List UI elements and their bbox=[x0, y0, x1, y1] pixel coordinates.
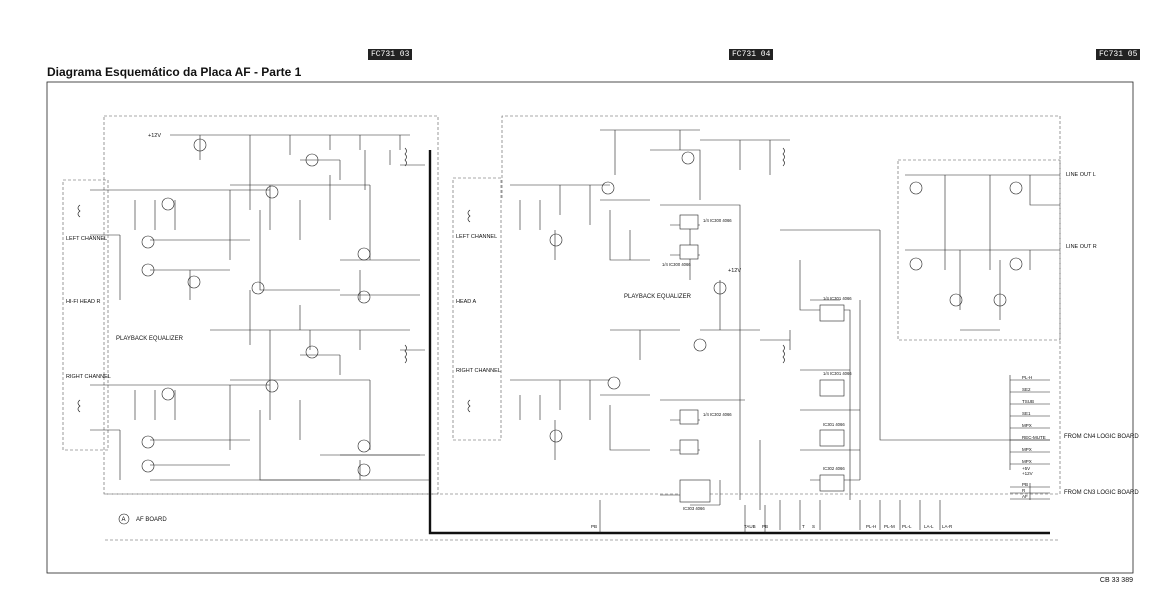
ic-switch-blocks bbox=[679, 214, 845, 503]
bus-pin-label: MPX bbox=[1022, 459, 1032, 464]
ic-label: 1/4 IC300 4066 bbox=[662, 262, 691, 267]
bottom-node-label: LA-R bbox=[942, 524, 953, 529]
head-a-dashbox bbox=[62, 179, 109, 451]
bus-pin-label: +5V bbox=[1022, 466, 1030, 471]
upper-left-circuit bbox=[90, 134, 425, 300]
left-channel-label-a: LEFT CHANNEL bbox=[66, 236, 107, 242]
ic-label: IC303 4066 bbox=[683, 506, 705, 511]
bottom-node-label: TAUB bbox=[744, 524, 756, 529]
page-tag-3: FC731 05 bbox=[1096, 49, 1141, 60]
supply-label-left: +12V bbox=[148, 133, 161, 139]
board-letter: A bbox=[122, 517, 126, 523]
coils-left bbox=[77, 147, 407, 413]
ground-bus bbox=[428, 150, 1050, 535]
ic-label: 1/4 IC302 4066 bbox=[703, 412, 732, 417]
transistors-left bbox=[141, 138, 371, 477]
bottom-node-label: PL-M bbox=[884, 524, 895, 529]
ic-label: 1/4 IC300 4066 bbox=[703, 218, 732, 223]
from-cn3-label: FROM CN3 LOGIC BOARD bbox=[1064, 490, 1139, 496]
outer-frame bbox=[46, 81, 1134, 574]
bus-pin-label: +12V bbox=[1022, 471, 1033, 476]
ic-labels: 1/4 IC300 4066 1/4 IC300 4066 1/4 IC301 40… bbox=[662, 218, 852, 511]
hifi-head-label: HI-FI HEAD R bbox=[66, 299, 101, 305]
bus-pin-label: MPX bbox=[1022, 423, 1032, 428]
board-letter-circle bbox=[118, 513, 130, 525]
bottom-node-label: PB bbox=[591, 524, 597, 529]
board-label: AF BOARD bbox=[136, 517, 167, 523]
bus2-pin-label: AF bbox=[1022, 494, 1028, 499]
supply-label-right: +12V bbox=[728, 268, 741, 274]
bottom-node-label: PB bbox=[762, 524, 768, 529]
right-channel-label-b: RIGHT CHANNEL bbox=[456, 368, 501, 374]
transistors-right bbox=[549, 151, 1023, 443]
bus-pin-label: MPX bbox=[1022, 447, 1032, 452]
document-code: CB 33 389 bbox=[1099, 577, 1133, 584]
bottom-node-label: S bbox=[812, 524, 815, 529]
playback-eq-right: PLAYBACK EQUALIZER bbox=[624, 294, 692, 300]
line-out-l-label: LINE OUT L bbox=[1066, 172, 1096, 178]
line-out-r-label: LINE OUT R bbox=[1066, 244, 1097, 250]
ic-label: 1/4 IC301 4066 bbox=[823, 371, 852, 376]
bus-pin-label: SE1 bbox=[1022, 411, 1031, 416]
left-channel-label-b: LEFT CHANNEL bbox=[456, 234, 497, 240]
right-channel-label-a: RIGHT CHANNEL bbox=[66, 374, 111, 380]
left-section-border bbox=[103, 115, 439, 495]
playback-eq-left: PLAYBACK EQUALIZER bbox=[116, 336, 184, 342]
bus2-pin-label: R bbox=[1022, 488, 1026, 493]
head-b-dashbox bbox=[452, 177, 502, 441]
from-cn4-label: FROM CN4 LOGIC BOARD bbox=[1064, 434, 1139, 440]
bus-pin-label: PL-H bbox=[1022, 375, 1032, 380]
bus2-pin-label: PB bbox=[1022, 482, 1028, 487]
head-a-label: HEAD A bbox=[456, 299, 477, 305]
right-section-circuit bbox=[510, 129, 1060, 533]
ic-label: IC302 4066 bbox=[823, 466, 845, 471]
bottom-node-label: PL-H bbox=[866, 524, 876, 529]
diagram-title: Diagrama Esquemático da Placa AF - Parte… bbox=[47, 65, 302, 79]
schematic-labels: PLAYBACK EQUALIZER PLAYBACK EQUALIZER LE… bbox=[66, 133, 1139, 523]
bottom-node-label: LA-L bbox=[924, 524, 934, 529]
page-tag-1: FC731 03 bbox=[368, 49, 413, 60]
bottom-node-label: PL-L bbox=[902, 524, 912, 529]
bottom-node-label: T bbox=[802, 524, 805, 529]
bottom-labels: PB TAUB PB T S PL-H PL-M PL-L LA-L LA-R bbox=[591, 524, 953, 529]
bus-connector bbox=[1009, 375, 1050, 500]
ic-label: IC301 4066 bbox=[823, 422, 845, 427]
page-tag-2: FC731 04 bbox=[729, 49, 774, 60]
bus-pin-label: TSUB bbox=[1022, 399, 1034, 404]
coils-right bbox=[467, 147, 785, 413]
bus-pin-label: REC-MUTE bbox=[1022, 435, 1046, 440]
lower-left-circuit bbox=[90, 290, 430, 481]
bus-pin-label: SE2 bbox=[1022, 387, 1031, 392]
ic-label: 1/4 IC301 4066 bbox=[823, 296, 852, 301]
